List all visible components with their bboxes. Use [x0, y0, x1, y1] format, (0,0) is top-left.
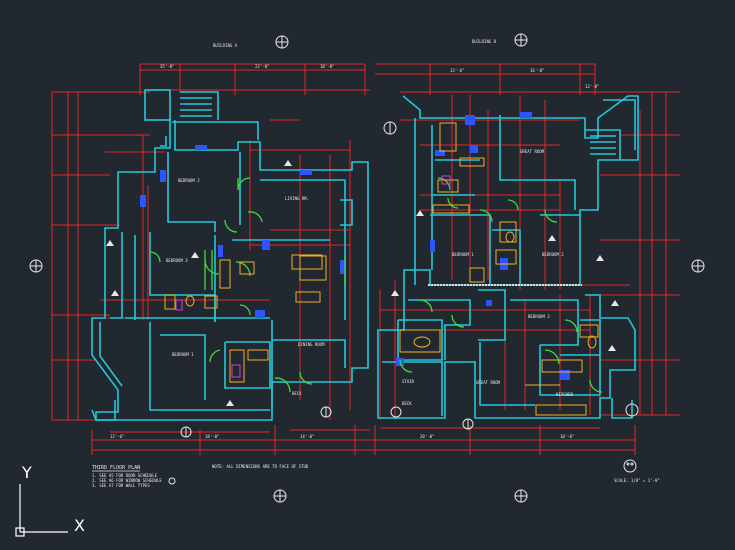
elevation-markers [106, 160, 619, 406]
room-label: BEDROOM 3 [166, 258, 188, 263]
dim-text: 10'-6" [560, 434, 574, 439]
ucs-x-label: X [74, 516, 85, 535]
plan-note: 1. SEE A5 FOR DOOR SCHEDULE [92, 473, 158, 478]
section-marker-icon [462, 418, 474, 430]
dimension-lines [51, 63, 680, 455]
section-marker-icon [390, 406, 402, 418]
building-label-b: BUILDING B [472, 39, 497, 44]
dim-text: 14'-0" [300, 434, 314, 439]
room-label: DECK [292, 391, 302, 396]
section-marker-icon [383, 121, 397, 135]
section-marker-icon [514, 489, 528, 503]
ucs-y-label: Y [21, 463, 32, 482]
section-marker-icon [514, 33, 528, 47]
dim-text: 10'-0" [320, 64, 334, 69]
ucs-icon [15, 484, 68, 537]
section-marker-icon [273, 489, 287, 503]
room-label: GREAT ROOM [520, 149, 545, 154]
room-label: BEDROOM 2 [178, 178, 200, 183]
section-marker-icon [168, 477, 176, 485]
plumbing-fixtures [164, 122, 599, 416]
room-label: DECK [402, 401, 412, 406]
room-label: BEDROOM 1 [452, 252, 474, 257]
cabinet-accents [175, 175, 451, 378]
plan-note: 2. SEE A6 FOR WINDOW SCHEDULE [92, 478, 162, 483]
room-label: GREAT ROOM [476, 380, 501, 385]
room-label: BEDROOM 1 [172, 352, 194, 357]
room-label: LIVING RM. [285, 196, 309, 201]
dim-text: 20'-0" [420, 434, 434, 439]
section-marker-icon [180, 426, 192, 438]
dim-text: 16'-0" [530, 68, 544, 73]
room-label: STAIR [402, 379, 415, 384]
section-marker-icon [623, 459, 637, 473]
building-label-a: BUILDING A [213, 43, 238, 48]
plan-title-block: THIRD FLOOR PLAN 1. SEE A5 FOR DOOR SCHE… [92, 464, 660, 488]
section-marker-icon [320, 406, 332, 418]
room-label: BEDROOM 3 [528, 314, 550, 319]
dim-text: 35'-0" [160, 64, 174, 69]
section-marker-icon [29, 259, 43, 273]
dimension-text: 35'-0" 22'-0" 10'-0" 13'-6" 16'-0" 12'-0… [110, 64, 599, 439]
room-label: DINING ROOM [298, 342, 325, 347]
section-marker-icon [691, 259, 705, 273]
dim-text: 18'-0" [205, 434, 219, 439]
plan-title: THIRD FLOOR PLAN [92, 465, 140, 471]
dim-text: 12'-0" [585, 84, 599, 89]
section-marker-icon [275, 35, 289, 49]
room-label: KITCHEN [556, 392, 573, 397]
dim-text: 22'-0" [255, 64, 269, 69]
dim-text: 13'-6" [450, 68, 464, 73]
dim-text: 12'-6" [110, 434, 124, 439]
scale-note: SCALE: 1/8" = 1'-0" [614, 478, 660, 483]
section-markers[interactable] [29, 33, 705, 503]
room-label: BEDROOM 2 [542, 252, 564, 257]
general-note: NOTE: ALL DIMENSIONS ARE TO FACE OF STUD [212, 464, 309, 469]
section-marker-icon [625, 403, 639, 417]
plan-note: 3. SEE A7 FOR WALL TYPES [92, 483, 150, 488]
room-labels: BEDROOM 2 LIVING RM. BEDROOM 3 BEDROOM 1… [166, 149, 573, 406]
door-swings[interactable] [149, 177, 603, 393]
